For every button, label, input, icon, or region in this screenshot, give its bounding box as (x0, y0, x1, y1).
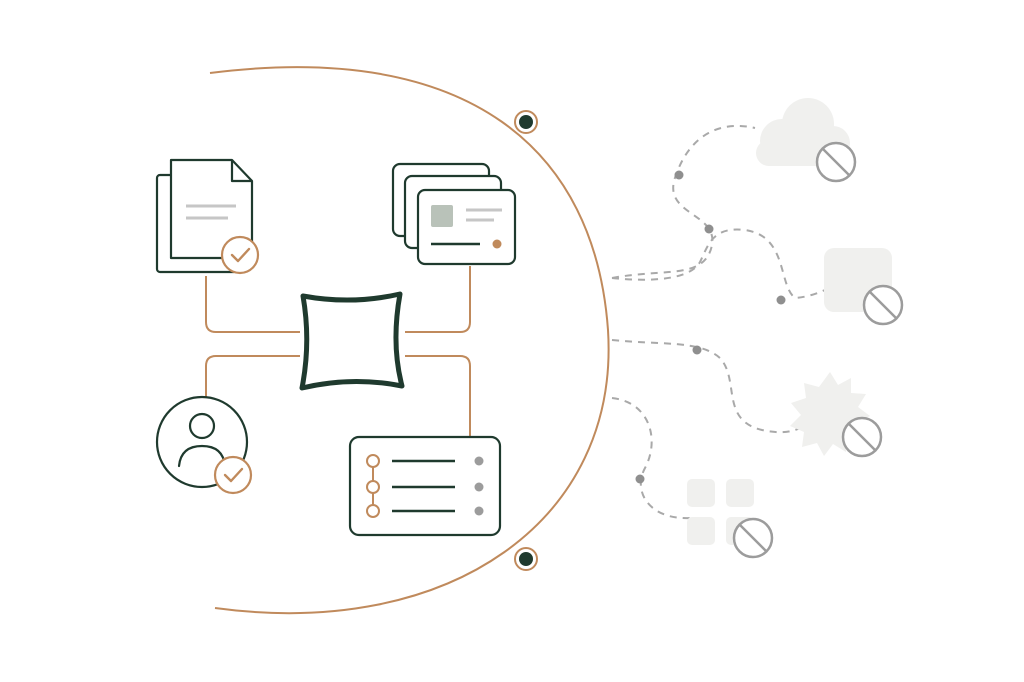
hub-rounded-square-icon (299, 291, 405, 391)
path-to-burst (611, 339, 801, 434)
grid-blocked-icon (732, 517, 774, 559)
waypoint-dot-icon (692, 345, 702, 355)
waypoint-dot-icon (635, 474, 645, 484)
boundary-dot-icon (514, 110, 538, 134)
documents-check-badge-icon (220, 235, 260, 275)
user-check-badge-icon (213, 455, 253, 495)
connector-documents (205, 276, 300, 333)
path-to-square (611, 228, 826, 300)
connector-user (205, 355, 300, 400)
waypoint-dot-icon (776, 295, 786, 305)
list-panel-icon (348, 435, 502, 537)
path-to-grid (611, 397, 691, 520)
waypoint-dot-icon (704, 224, 714, 234)
boundary-dot-icon (514, 547, 538, 571)
outbound-paths (611, 124, 826, 520)
boundary-arc (209, 66, 610, 615)
path-to-cloud (611, 124, 756, 279)
hub-connectors (205, 266, 471, 438)
cloud-blocked-icon (815, 141, 857, 183)
square-blocked-icon (862, 284, 904, 326)
connector-list (405, 355, 471, 438)
waypoint-dot-icon (674, 170, 684, 180)
path-waypoints (635, 170, 786, 484)
card-stack-icon (391, 162, 517, 266)
document-stack-icon (155, 158, 254, 274)
burst-blocked-icon (841, 416, 883, 458)
connector-cards (405, 266, 471, 333)
